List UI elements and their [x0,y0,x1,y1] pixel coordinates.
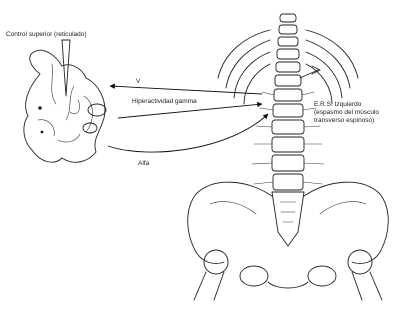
label-alfa: Alfa [138,160,150,167]
spine-pelvis-icon [188,14,389,300]
label-upper-arrow: V [136,78,141,85]
label-hiperactividad: Hiperactividad gamma [132,98,197,105]
label-ers-line1: E.R.S. Izquierdo [314,101,362,108]
label-control-superior: Control superior (reticulado) [6,31,87,38]
arrow-upper [110,86,262,94]
label-ers-line2: (espasmo del músculo [314,109,379,116]
brain-icon [24,40,106,162]
label-ers-line3: transverso espinoso) [314,117,374,124]
arrow-middle [118,104,262,118]
signal-arrows [108,86,268,152]
arrow-lower [108,114,268,152]
